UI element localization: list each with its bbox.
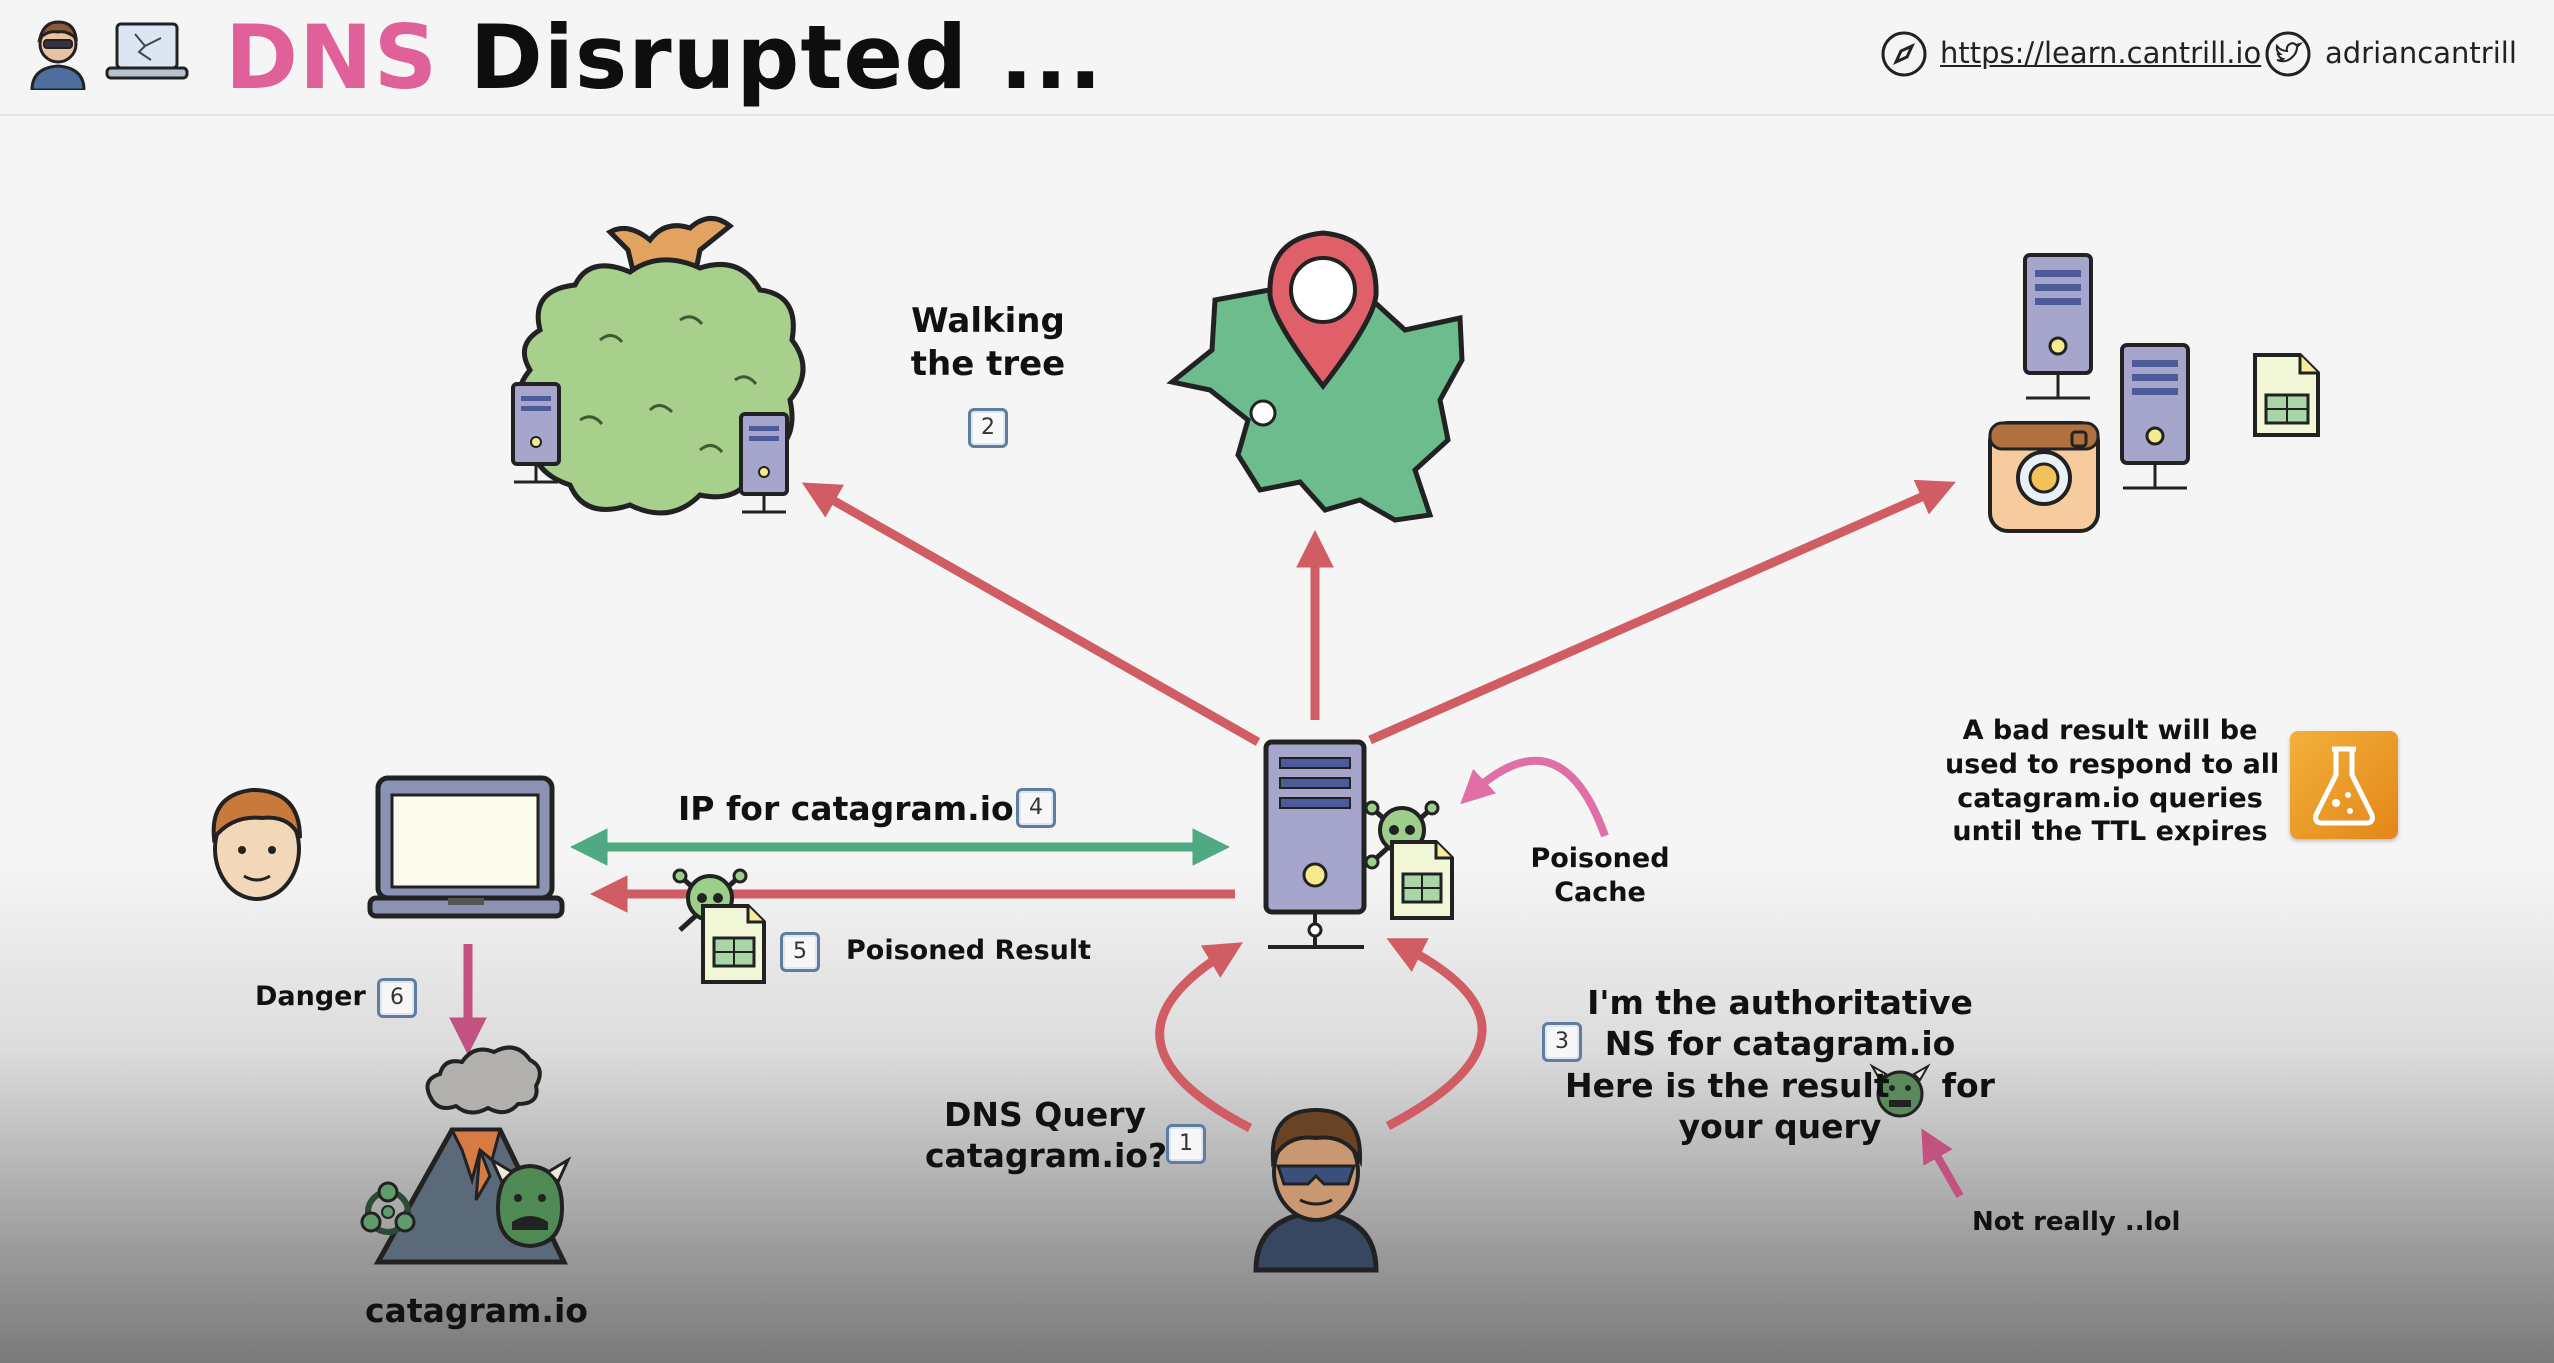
arrow-fake-authoritative — [1385, 938, 1487, 1130]
bad-result-line4: until the TTL expires — [1952, 816, 2268, 848]
step-2-badge: 2 — [968, 408, 1008, 448]
laptop-icon — [367, 775, 565, 919]
arrow-to-root-tree — [801, 482, 1261, 746]
twitter-icon — [2265, 31, 2311, 77]
walking-tree-line1: Walking — [911, 301, 1065, 341]
dns-query-label: DNS Query catagram.io? — [925, 1094, 1168, 1177]
bad-result-line2: used to respond to all — [1945, 748, 2280, 780]
dns-query-line2: catagram.io? — [925, 1136, 1168, 1176]
monster-face-inline-icon — [1869, 1063, 1931, 1118]
user-face-icon — [211, 787, 302, 901]
poisoned-result-document-icon — [701, 904, 766, 984]
biohazard-icon — [360, 1181, 416, 1235]
avatar-icon — [30, 20, 86, 90]
arrow-to-authoritative — [1368, 479, 1956, 745]
twitter-handle[interactable]: adriancantrill — [2325, 36, 2517, 70]
danger-label: Danger — [255, 981, 366, 1012]
authoritative-line3b: for — [1941, 1065, 1995, 1105]
arrow-dns-query — [1155, 942, 1253, 1132]
authoritative-line4: your query — [1678, 1106, 1882, 1146]
walking-tree-label: Walking the tree — [900, 300, 1076, 385]
dns-query-line1: DNS Query — [944, 1095, 1146, 1134]
step-4-badge: 4 — [1016, 788, 1056, 828]
map-pin-icon — [1166, 230, 1465, 523]
step-3-badge: 3 — [1542, 1022, 1582, 1062]
resolver-server-icon — [1263, 739, 1367, 949]
hacker-icon — [1253, 1107, 1379, 1273]
authoritative-line1: I'm the authoritative — [1587, 983, 1973, 1022]
poisoned-result-label: Poisoned Result — [846, 935, 1092, 966]
flask-icon — [2290, 731, 2398, 839]
flask-glyph — [2313, 746, 2375, 826]
poisoned-cache-label: Poisoned Cache — [1520, 842, 1680, 910]
monster-icon — [488, 1156, 572, 1249]
compass-icon — [1881, 31, 1927, 77]
authoritative-line3: Here is the result for — [1560, 1065, 2000, 1106]
tree-servers-icon — [511, 216, 806, 516]
not-really-label: Not really ..lol — [1972, 1207, 2181, 1237]
broken-laptop-icon — [105, 22, 189, 80]
bad-result-note: A bad result will be used to respond to … — [1945, 714, 2280, 849]
title-accent: DNS — [225, 6, 439, 109]
walking-tree-line2: the tree — [910, 343, 1066, 384]
ip-query-label: IP for catagram.io? — [678, 789, 1033, 828]
title-rest: Disrupted ... — [469, 6, 1104, 109]
header-bar: DNS Disrupted ... https://learn.cantrill… — [0, 0, 2554, 116]
page-title: DNS Disrupted ... — [225, 6, 1103, 109]
authoritative-claim-label: I'm the authoritative NS for catagram.io… — [1560, 982, 2000, 1147]
bad-result-line1: A bad result will be — [1962, 715, 2258, 746]
document-icon — [1390, 840, 1454, 920]
arrow-not-really — [1921, 1128, 1964, 1198]
authoritative-line3a: Here is the result — [1565, 1065, 1890, 1105]
step-6-badge: 6 — [377, 978, 417, 1018]
poisoned-cache-line1: Poisoned — [1530, 843, 1670, 874]
servers-app-icon — [1988, 253, 2320, 533]
destination-label: catagram.io — [365, 1291, 588, 1330]
authoritative-line2: NS for catagram.io — [1604, 1024, 1956, 1064]
bad-result-line3: catagram.io queries — [1957, 782, 2263, 814]
step-5-badge: 5 — [780, 932, 820, 972]
step-1-badge: 1 — [1166, 1124, 1206, 1164]
website-link[interactable]: https://learn.cantrill.io — [1940, 36, 2262, 70]
arrow-poisoned-cache — [1460, 756, 1609, 838]
poisoned-cache-line2: Cache — [1554, 876, 1646, 908]
